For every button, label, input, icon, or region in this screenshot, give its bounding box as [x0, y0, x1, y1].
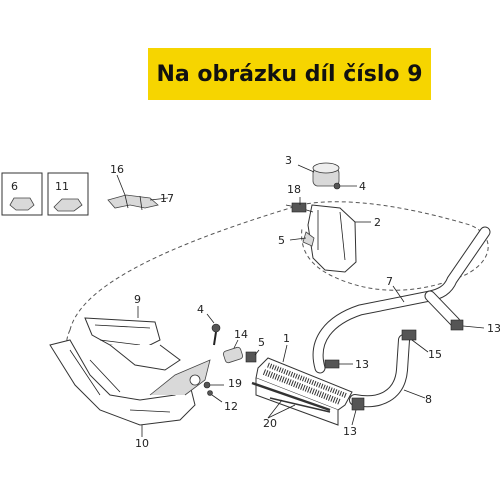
radiator-1 [255, 344, 353, 426]
callout-5-mid: 5 [258, 336, 265, 349]
callout-18: 18 [287, 183, 301, 196]
callout-5-top: 5 [278, 234, 285, 247]
title-text: Na obrázku díl číslo 9 [156, 61, 423, 87]
callout-13-right: 13 [487, 322, 500, 335]
callout-17: 17 [160, 192, 174, 205]
callout-1: 1 [283, 332, 290, 345]
callout-13-bottom: 13 [343, 425, 357, 438]
panel-10 [49, 339, 224, 437]
callout-13-mid: 13 [355, 358, 369, 371]
hose-7 [312, 226, 491, 374]
callout-7: 7 [386, 275, 393, 288]
callout-2: 2 [374, 216, 381, 229]
title-banner: Na obrázku díl číslo 9 [148, 48, 431, 100]
hose-clamps [324, 319, 485, 426]
callout-8: 8 [425, 393, 432, 406]
part-16-clip [107, 174, 169, 211]
spacer-14 [222, 339, 260, 364]
callout-4-top: 4 [359, 180, 366, 193]
screw-4 [206, 313, 221, 346]
part-6-box [1, 172, 43, 216]
expansion-tank [285, 162, 371, 273]
callout-11: 11 [55, 180, 69, 193]
callout-19: 19 [228, 377, 242, 390]
callout-6: 6 [11, 180, 18, 193]
callout-12: 12 [224, 400, 238, 413]
callout-16: 16 [110, 163, 124, 176]
callout-14: 14 [234, 328, 248, 341]
strip-20 [251, 381, 331, 419]
callout-9: 9 [134, 293, 141, 306]
callout-15: 15 [428, 348, 442, 361]
panel-9 [84, 306, 181, 371]
callout-3: 3 [285, 154, 292, 167]
part-11-box [47, 172, 89, 216]
callout-20: 20 [263, 417, 277, 430]
callout-4-left: 4 [197, 303, 204, 316]
callout-10: 10 [135, 437, 149, 450]
